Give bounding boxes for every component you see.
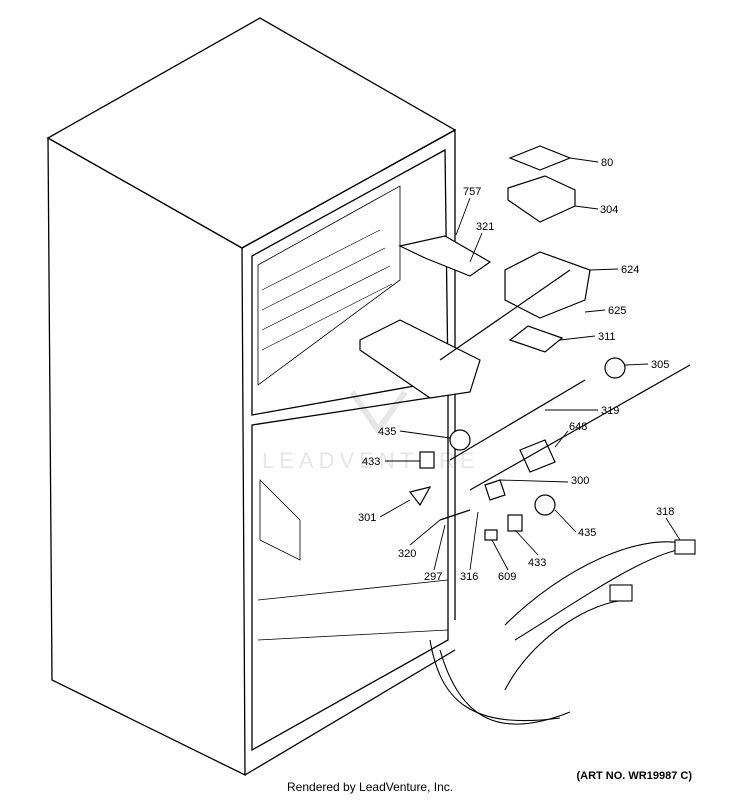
leader-lines bbox=[379, 157, 681, 571]
part-609 bbox=[484, 529, 498, 541]
part-305 bbox=[604, 357, 626, 379]
callout-433-lower: 433 bbox=[528, 557, 546, 569]
callout-435-lower: 435 bbox=[578, 527, 596, 539]
watermark-text: LEADVENTURE bbox=[262, 448, 480, 473]
socket-433-upper bbox=[419, 451, 435, 469]
part-297 bbox=[439, 509, 471, 521]
callout-319: 319 bbox=[601, 405, 619, 417]
part-311 bbox=[508, 325, 564, 353]
callout-321: 321 bbox=[476, 221, 494, 233]
callout-301: 301 bbox=[358, 512, 376, 524]
callout-435-upper: 435 bbox=[378, 426, 396, 438]
callout-80: 80 bbox=[601, 157, 613, 169]
ice-tray bbox=[359, 319, 481, 399]
callout-304: 304 bbox=[600, 204, 618, 216]
callout-757: 757 bbox=[463, 186, 481, 198]
callout-305: 305 bbox=[651, 359, 669, 371]
art-number: (ART NO. WR19987 C) bbox=[576, 770, 692, 782]
watermark-logo-icon bbox=[349, 390, 408, 436]
socket-433-lower bbox=[507, 514, 523, 532]
watermark: LEADVENTURE bbox=[262, 390, 480, 473]
bulb-435-lower bbox=[534, 494, 556, 516]
part-80 bbox=[508, 145, 572, 171]
wire-harness-318 bbox=[429, 539, 696, 725]
ice-maker-assembly bbox=[359, 145, 626, 399]
callout-318: 318 bbox=[656, 506, 674, 518]
part-304 bbox=[507, 175, 576, 223]
bulb-435-upper bbox=[449, 429, 471, 451]
callout-316: 316 bbox=[460, 571, 478, 583]
refrigerator-cabinet bbox=[46, 17, 457, 777]
part-300 bbox=[484, 479, 506, 501]
callout-624: 624 bbox=[621, 264, 639, 276]
callout-labels: 80 304 757 321 624 625 311 305 319 435 4… bbox=[358, 157, 674, 583]
callout-648: 648 bbox=[569, 421, 587, 433]
part-321 bbox=[398, 235, 492, 277]
callout-297: 297 bbox=[424, 571, 442, 583]
callout-609: 609 bbox=[498, 571, 516, 583]
part-301 bbox=[408, 486, 432, 507]
callout-625: 625 bbox=[608, 305, 626, 317]
part-648 bbox=[519, 439, 556, 473]
rendered-by-credit: Rendered by LeadVenture, Inc. bbox=[287, 780, 454, 794]
callout-300: 300 bbox=[571, 475, 589, 487]
callout-433-upper: 433 bbox=[362, 456, 380, 468]
light-parts bbox=[408, 364, 691, 541]
callout-311: 311 bbox=[598, 331, 616, 343]
callout-320: 320 bbox=[398, 548, 416, 560]
